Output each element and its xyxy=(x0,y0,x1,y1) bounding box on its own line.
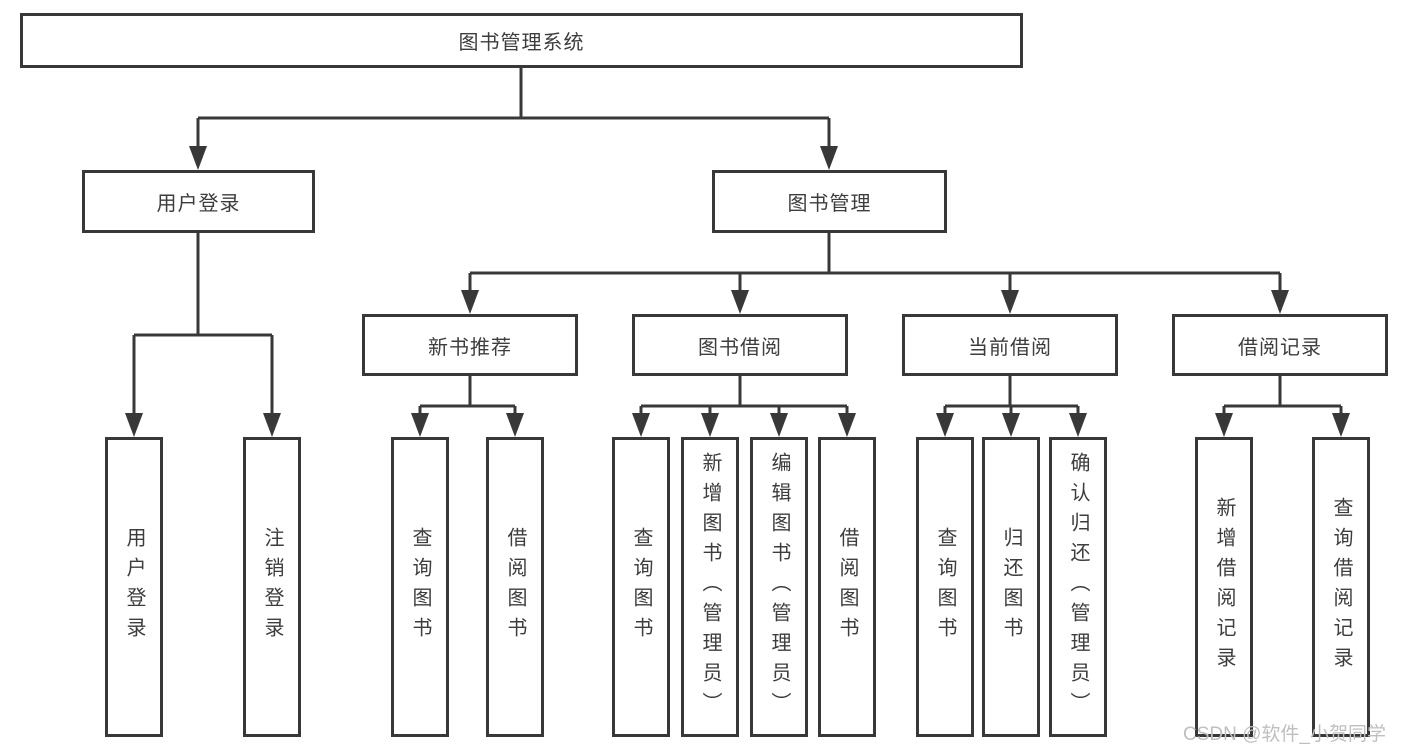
arrow-leaf-bb-query xyxy=(632,413,650,437)
connector-book-borrow xyxy=(639,376,849,419)
node-new-book-recommend-label: 新书推荐 xyxy=(428,336,512,359)
node-user-login: 用户登录 xyxy=(82,170,315,233)
csdn-watermark: CSDN @软件_小贺同学 xyxy=(1183,724,1386,745)
leaf-recommend-query-books-label: 查询图书 xyxy=(409,527,431,647)
arrow-leaf-bb-add xyxy=(701,413,719,437)
arrow-leaf-logout xyxy=(263,413,281,437)
leaf-user-login: 用户登录 xyxy=(105,437,163,737)
leaf-recommend-query-books: 查询图书 xyxy=(391,437,449,737)
node-borrow-records-label: 借阅记录 xyxy=(1238,336,1322,359)
leaf-logout-label: 注销登录 xyxy=(261,527,283,647)
arrowheads xyxy=(125,146,1350,437)
leaf-borrow-query-books-label: 查询图书 xyxy=(630,527,652,647)
leaf-query-borrow-record: 查询借阅记录 xyxy=(1312,437,1370,737)
leaf-recommend-borrow-books: 借阅图书 xyxy=(486,437,544,737)
connector-book-management xyxy=(468,233,1282,296)
leaf-borrow-books-label: 借阅图书 xyxy=(836,527,858,647)
leaf-logout: 注销登录 xyxy=(243,437,301,737)
node-root: 图书管理系统 xyxy=(20,13,1023,68)
leaf-add-books-admin-label: 新增图书（管理员） xyxy=(699,452,721,722)
arrow-leaf-cb-confirm xyxy=(1069,413,1087,437)
connector-borrow-records xyxy=(1222,376,1343,419)
arrow-user-login xyxy=(189,146,207,170)
leaf-add-borrow-record: 新增借阅记录 xyxy=(1195,437,1253,737)
arrow-borrow-records xyxy=(1271,290,1289,314)
connector-root xyxy=(196,68,831,152)
node-book-borrow: 图书借阅 xyxy=(632,314,848,376)
arrow-leaf-bb-edit xyxy=(770,413,788,437)
arrow-leaf-bb-borrow xyxy=(838,413,856,437)
leaf-current-query-books: 查询图书 xyxy=(916,437,974,737)
node-new-book-recommend: 新书推荐 xyxy=(362,314,578,376)
node-root-label: 图书管理系统 xyxy=(458,32,585,54)
arrow-leaf-rec-query xyxy=(411,413,429,437)
arrow-leaf-br-add xyxy=(1215,413,1233,437)
leaf-edit-books-admin-label: 编辑图书（管理员） xyxy=(768,452,790,722)
arrow-book-borrow xyxy=(731,290,749,314)
node-current-borrow-label: 当前借阅 xyxy=(968,336,1052,359)
connector-current-borrow xyxy=(943,376,1080,419)
leaf-confirm-return-admin: 确认归还（管理员） xyxy=(1049,437,1107,737)
arrow-leaf-rec-borrow xyxy=(506,413,524,437)
node-user-login-label: 用户登录 xyxy=(156,193,241,215)
leaf-current-query-books-label: 查询图书 xyxy=(934,527,956,647)
leaf-add-books-admin: 新增图书（管理员） xyxy=(681,437,739,737)
connector-user-login xyxy=(132,233,274,419)
arrow-current-borrow xyxy=(1001,290,1019,314)
node-current-borrow: 当前借阅 xyxy=(902,314,1118,376)
arrow-leaf-br-query xyxy=(1332,413,1350,437)
node-book-management: 图书管理 xyxy=(712,170,947,233)
leaf-edit-books-admin: 编辑图书（管理员） xyxy=(750,437,808,737)
node-book-management-label: 图书管理 xyxy=(787,193,872,215)
leaf-user-login-label: 用户登录 xyxy=(123,527,145,647)
connector-new-book-recommend xyxy=(418,376,517,419)
leaf-confirm-return-admin-label: 确认归还（管理员） xyxy=(1067,452,1089,722)
leaf-recommend-borrow-books-label: 借阅图书 xyxy=(504,527,526,647)
arrow-leaf-cb-query xyxy=(936,413,954,437)
leaf-add-borrow-record-label: 新增借阅记录 xyxy=(1213,497,1235,677)
arrow-leaf-user-login xyxy=(125,413,143,437)
leaf-query-borrow-record-label: 查询借阅记录 xyxy=(1330,497,1352,677)
arrow-new-book-recommend xyxy=(461,290,479,314)
arrow-leaf-cb-return xyxy=(1002,413,1020,437)
leaf-return-books: 归还图书 xyxy=(982,437,1040,737)
leaf-return-books-label: 归还图书 xyxy=(1000,527,1022,647)
arrow-book-management xyxy=(820,146,838,170)
node-borrow-records: 借阅记录 xyxy=(1172,314,1388,376)
node-book-borrow-label: 图书借阅 xyxy=(698,336,782,359)
leaf-borrow-books: 借阅图书 xyxy=(818,437,876,737)
leaf-borrow-query-books: 查询图书 xyxy=(612,437,670,737)
